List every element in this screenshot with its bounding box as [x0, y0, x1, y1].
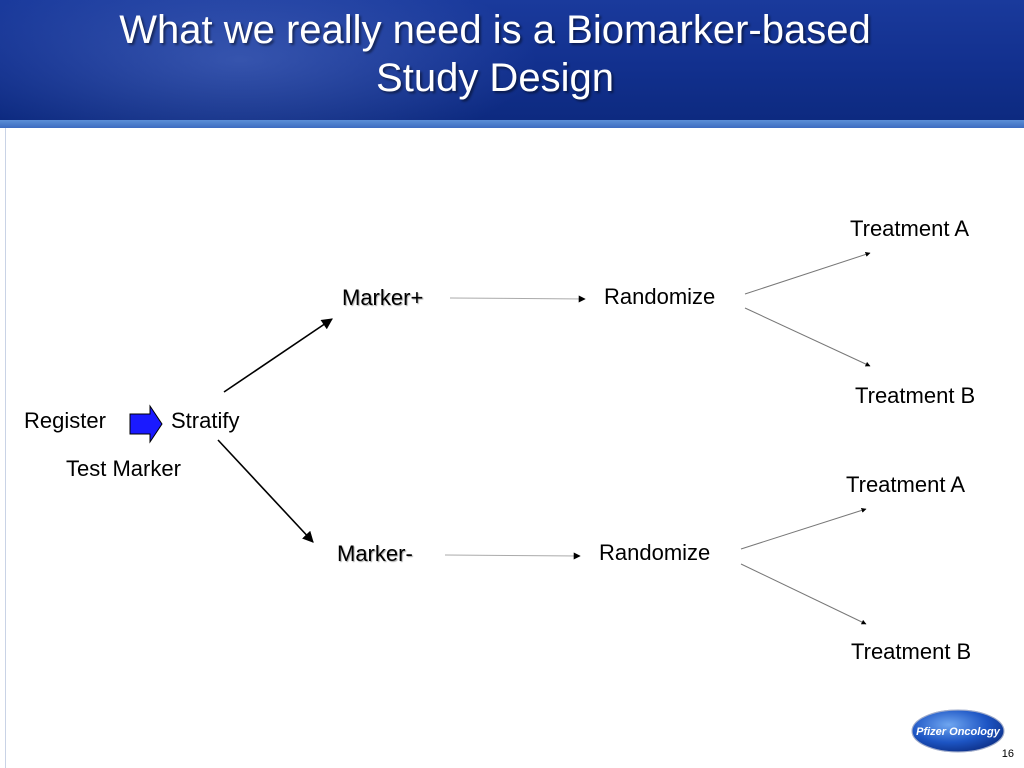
arrow-randomize-bottom-to-treatment-a: [740, 507, 867, 550]
slide-title: What we really need is a Biomarker-based…: [0, 6, 990, 102]
page-number: 16: [1001, 748, 1014, 760]
header-glow: [0, 0, 540, 120]
slide-header: What we really need is a Biomarker-based…: [0, 0, 1024, 120]
arrow-marker-neg-to-randomize: [444, 552, 581, 560]
arrow-randomize-top-to-treatment-b: [744, 307, 871, 367]
randomize-bottom-label: Randomize: [599, 540, 711, 565]
treatment-a-top-label: Treatment A: [850, 216, 970, 241]
arrow-marker-pos-to-randomize: [449, 295, 586, 303]
svg-text:Pfizer Oncology: Pfizer Oncology: [916, 726, 1001, 738]
header-stripe: [0, 120, 1024, 128]
stratify-label: Stratify: [171, 408, 240, 433]
treatment-b-top-label: Treatment B: [855, 383, 976, 408]
treatment-b-bottom-label: Treatment B: [851, 639, 972, 664]
register-label: Register: [24, 408, 106, 433]
left-rule: [5, 128, 6, 768]
title-line-2: Study Design: [376, 56, 614, 100]
test-marker-label: Test Marker: [66, 456, 181, 481]
title-line-1: What we really need is a Biomarker-based: [119, 8, 871, 52]
arrow-stratify-to-marker-neg: [217, 439, 314, 543]
pfizer-oncology-logo: Pfizer Oncology: [911, 709, 1005, 753]
arrow-randomize-bottom-to-treatment-b: [740, 563, 867, 625]
arrow-stratify-to-marker-pos: [223, 318, 333, 393]
treatment-a-bottom-label: Treatment A: [846, 472, 966, 497]
marker-positive-label: Marker+: [342, 285, 424, 310]
randomize-top-label: Randomize: [604, 284, 716, 309]
arrow-randomize-top-to-treatment-a: [744, 252, 871, 295]
marker-negative-label: Marker-: [337, 541, 413, 566]
block-arrow: [129, 404, 163, 444]
